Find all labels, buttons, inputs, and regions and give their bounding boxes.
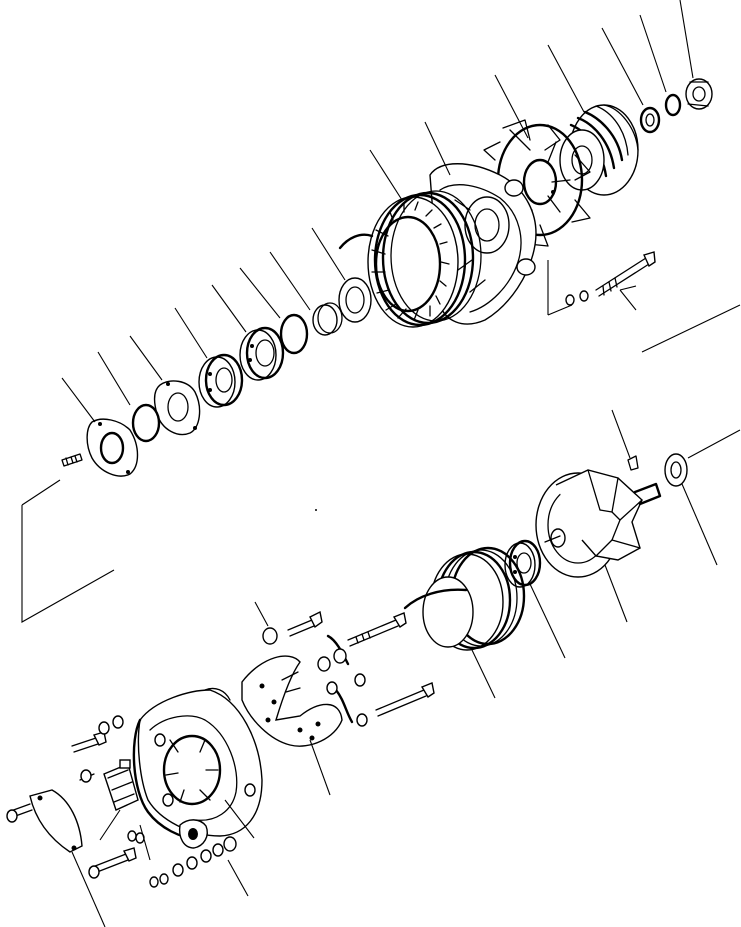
rear-housing-part — [132, 687, 263, 849]
retainer-flange-part — [86, 418, 139, 477]
stray-dot — [315, 509, 317, 511]
nuts-row-part — [127, 830, 237, 888]
small-bolts-part — [6, 715, 137, 879]
slip-ring-bearing-part — [664, 453, 688, 487]
o-ring-part — [131, 403, 161, 443]
bearing-part — [239, 326, 285, 381]
spacer-part — [312, 302, 343, 336]
flat-washer-part — [639, 106, 661, 134]
cover-plate-part — [153, 380, 201, 436]
terminal-springs-part — [317, 634, 368, 727]
front-housing-part — [429, 163, 537, 325]
end-cover-part — [29, 789, 83, 853]
long-bolt-part — [347, 612, 407, 647]
small-screw-part — [262, 610, 323, 645]
rectifier-plate-part — [241, 655, 343, 747]
through-bolt-part — [565, 251, 656, 306]
stator-part — [338, 190, 482, 328]
lower-assembly — [6, 453, 688, 888]
bearing-2-part — [198, 353, 244, 408]
leader-lines — [21, 0, 741, 927]
upper-assembly — [61, 78, 713, 477]
rotor-part — [535, 469, 662, 578]
regulator-part — [103, 759, 139, 811]
long-bolt-2-part — [375, 682, 435, 717]
retaining-ring-part — [279, 313, 309, 355]
screw-part — [61, 453, 83, 467]
pulley-part — [559, 104, 639, 196]
seal-ring-part — [338, 277, 372, 323]
nut-part — [685, 78, 713, 110]
spring-washer-part — [664, 93, 682, 117]
rear-stator-part — [403, 546, 526, 651]
key-part — [627, 455, 639, 471]
